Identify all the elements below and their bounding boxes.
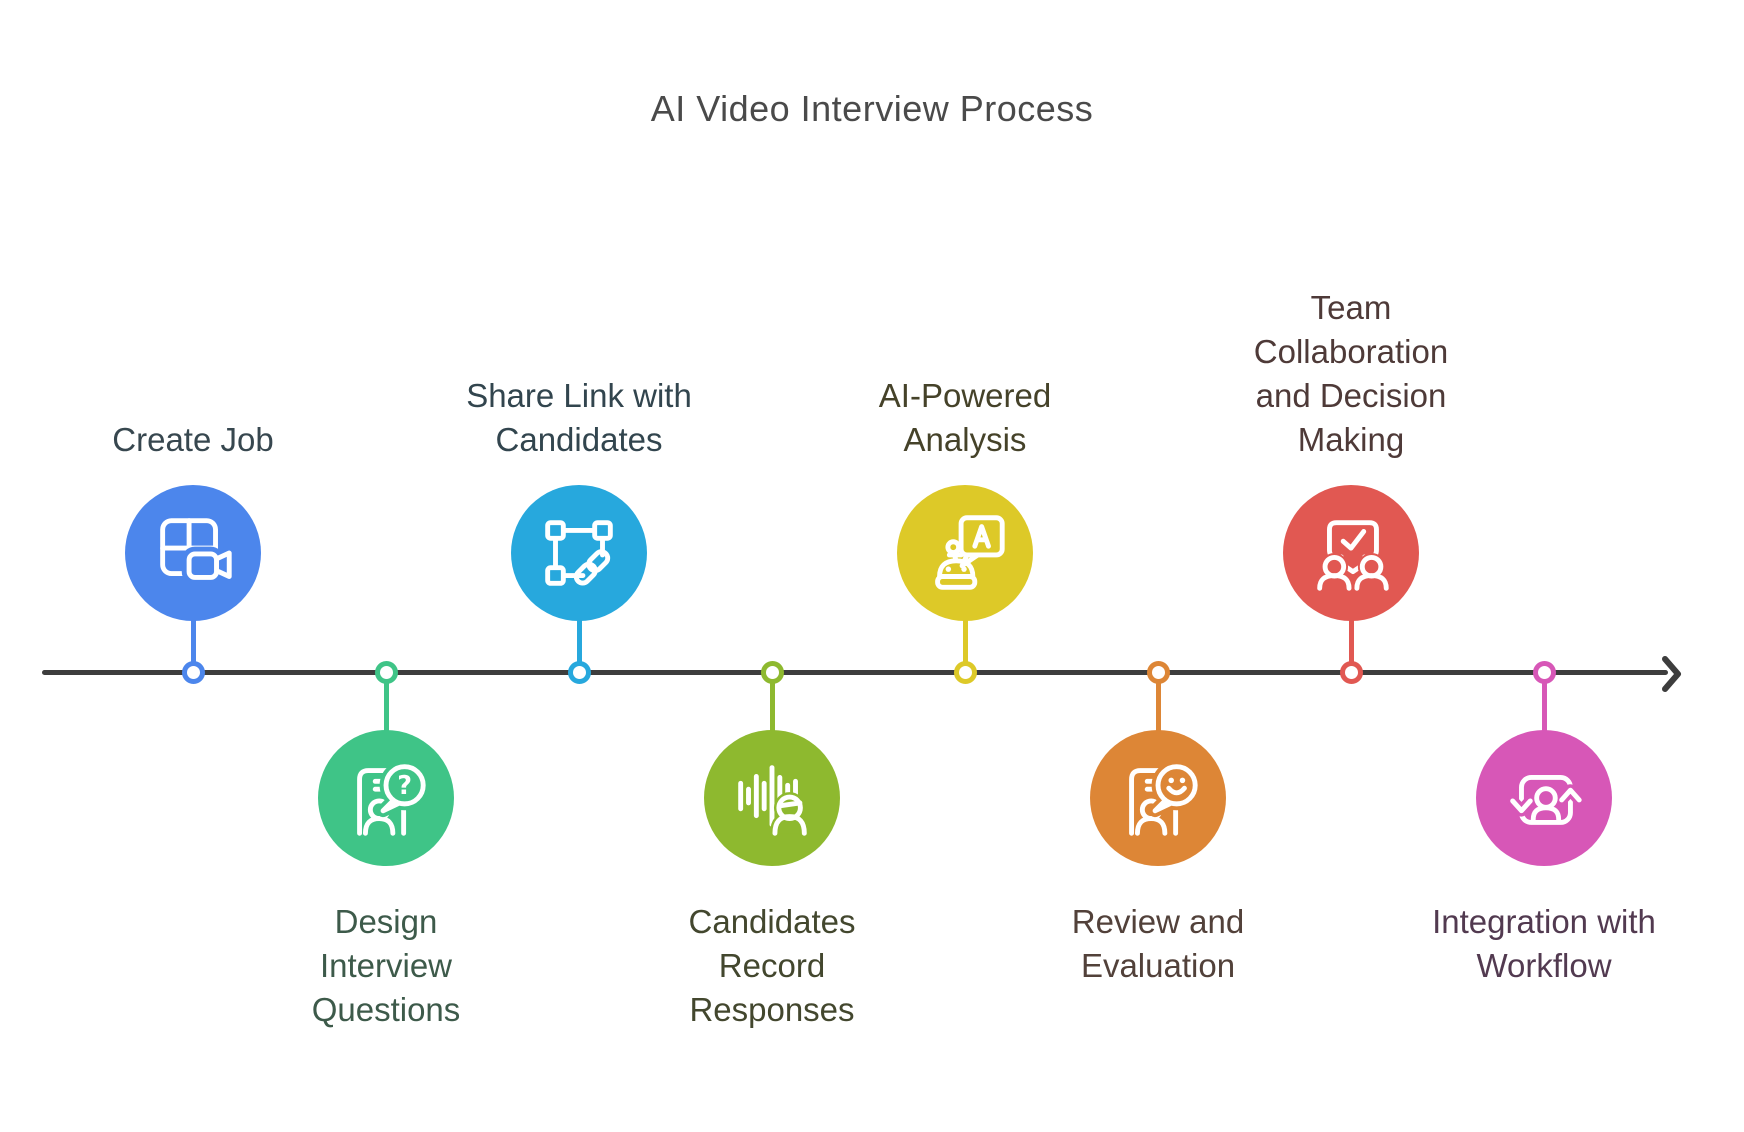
label-line: Integration with (1432, 903, 1656, 940)
label-line: Review and (1071, 903, 1245, 940)
connector-stem (769, 680, 775, 732)
grid-video-icon (160, 518, 237, 585)
connector-stem (576, 618, 582, 666)
step-label: Design Interview Questions (206, 900, 566, 1032)
step-circle: ? (318, 730, 454, 866)
timeline-axis (42, 670, 1668, 675)
step-label: Share Link with Candidates (399, 374, 759, 462)
question-bubble-person-icon: ? (357, 760, 430, 836)
label-line: Evaluation (1080, 947, 1236, 984)
label-line: Candidates (495, 421, 663, 458)
waveform-person-icon (738, 765, 810, 839)
label-line: Questions (311, 991, 461, 1028)
svg-text:?: ? (397, 771, 412, 801)
sync-person-icon (1506, 774, 1586, 825)
step-label: Integration with Workflow (1364, 900, 1724, 988)
arrow-head-icon (1662, 656, 1681, 692)
label-line: Collaboration (1253, 333, 1449, 370)
step-circle (704, 730, 840, 866)
label-line: Analysis (903, 421, 1027, 458)
timeline-marker (181, 661, 205, 684)
timeline-marker (953, 661, 977, 684)
label-line: Responses (689, 991, 855, 1028)
label-line: Create Job (112, 421, 274, 458)
connector-stem (1541, 680, 1547, 732)
connector-stem (1155, 680, 1161, 732)
label-line: Share Link with (466, 377, 692, 414)
timeline-marker (760, 661, 784, 684)
step-circle (511, 485, 647, 621)
step-label: AI-Powered Analysis (785, 374, 1145, 462)
selection-link-icon (545, 520, 613, 586)
diagram-title: AI Video Interview Process (650, 88, 1094, 129)
step-label: Create Job (13, 418, 373, 462)
smiley-bubble-person-icon (1129, 760, 1202, 836)
step-label: Team Collaboration and Decision Making (1171, 286, 1531, 462)
label-line: Workflow (1476, 947, 1612, 984)
label-line: and Decision (1255, 377, 1447, 414)
connector-stem (962, 618, 968, 666)
label-line: AI-Powered (878, 377, 1052, 414)
label-line: Interview (319, 947, 453, 984)
step-label: Review and Evaluation (978, 900, 1338, 988)
connector-stem (383, 680, 389, 732)
timeline-marker (374, 661, 398, 684)
step-circle (125, 485, 261, 621)
label-line: Design (334, 903, 438, 940)
step-circle (1476, 730, 1612, 866)
step-label: Candidates Record Responses (592, 900, 952, 1032)
timeline-marker (1339, 661, 1363, 684)
timeline-marker (567, 661, 591, 684)
timeline-marker (1532, 661, 1556, 684)
step-circle (1090, 730, 1226, 866)
label-line: Candidates (688, 903, 856, 940)
connector-stem (1348, 618, 1354, 666)
timeline-marker (1146, 661, 1170, 684)
people-check-bubble-icon (1317, 520, 1389, 591)
label-line: Team (1310, 289, 1392, 326)
step-circle (1283, 485, 1419, 621)
connector-stem (190, 618, 196, 666)
label-line: Record (718, 947, 826, 984)
robot-chat-icon (935, 515, 1005, 590)
label-line: Making (1297, 421, 1405, 458)
step-circle (897, 485, 1033, 621)
